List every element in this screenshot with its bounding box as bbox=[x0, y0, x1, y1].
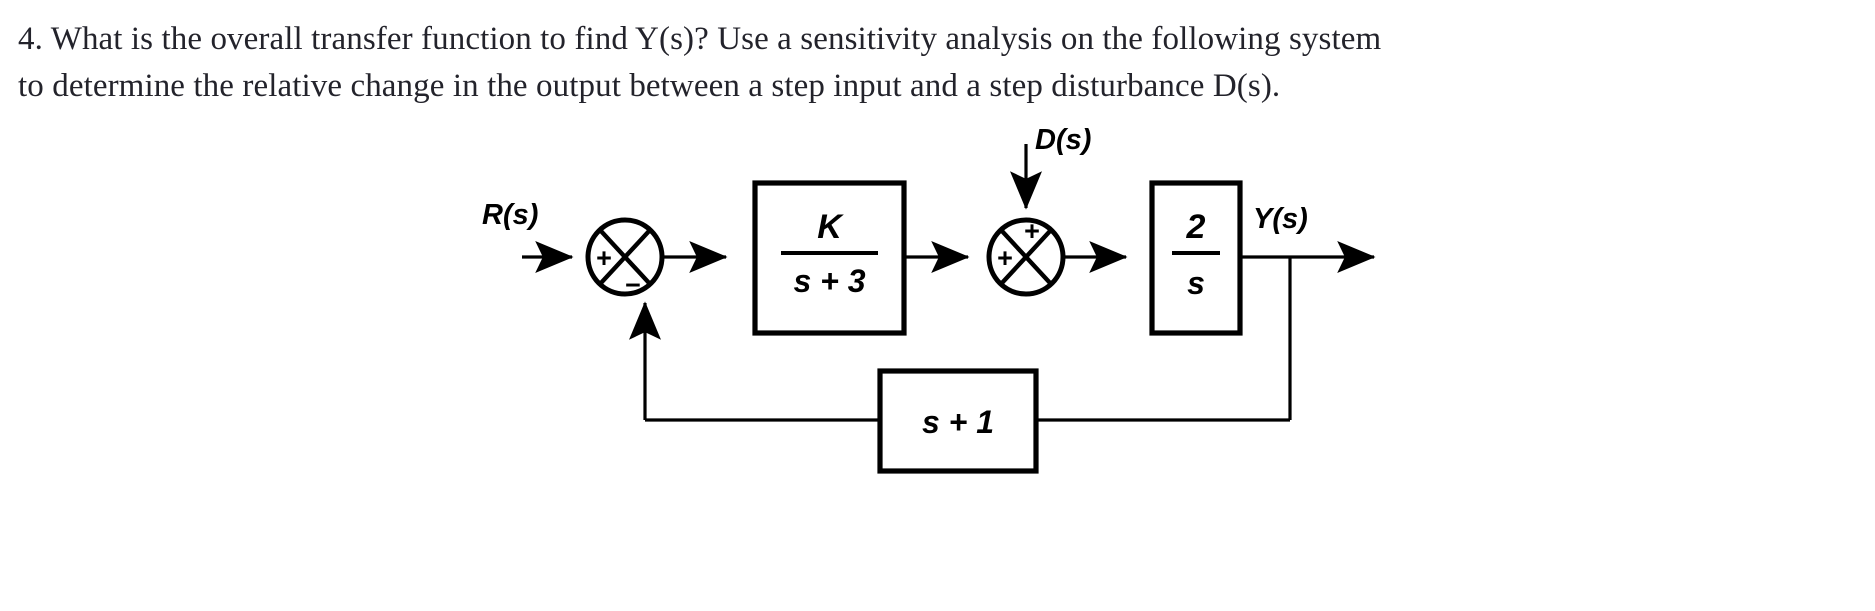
question-line-1: 4. What is the overall transfer function… bbox=[18, 21, 1382, 57]
disturbance-summing-junction: + + bbox=[986, 216, 1066, 297]
summer1-plus-sign: + bbox=[596, 243, 612, 273]
plant-denominator: s bbox=[1187, 265, 1205, 301]
question-text: 4. What is the overall transfer function… bbox=[18, 16, 1858, 110]
block-diagram-svg: R(s) + − K s + 3 D(s) bbox=[482, 124, 1376, 474]
feedback-path bbox=[629, 257, 1292, 422]
plant-numerator: 2 bbox=[1186, 208, 1206, 246]
controller-denominator: s + 3 bbox=[793, 263, 865, 299]
question-line-2: to determine the relative change in the … bbox=[18, 67, 1281, 104]
feedback-expression: s + 1 bbox=[922, 404, 994, 440]
disturbance-signal-label: D(s) bbox=[1035, 124, 1091, 156]
plant-block: 2 s bbox=[1149, 180, 1243, 336]
controller-block: K s + 3 bbox=[752, 180, 907, 336]
input-signal-label: R(s) bbox=[482, 199, 538, 231]
summer2-plus-disturbance-sign: + bbox=[1024, 216, 1040, 246]
block-diagram-figure: R(s) + − K s + 3 D(s) bbox=[0, 118, 1875, 611]
controller-numerator: K bbox=[817, 208, 844, 246]
summer2-plus-input-sign: + bbox=[997, 243, 1013, 273]
error-summing-junction: + − bbox=[585, 217, 665, 300]
output-signal-label: Y(s) bbox=[1253, 203, 1308, 235]
summer1-minus-sign: − bbox=[625, 270, 641, 300]
feedback-block: s + 1 bbox=[877, 368, 1039, 474]
